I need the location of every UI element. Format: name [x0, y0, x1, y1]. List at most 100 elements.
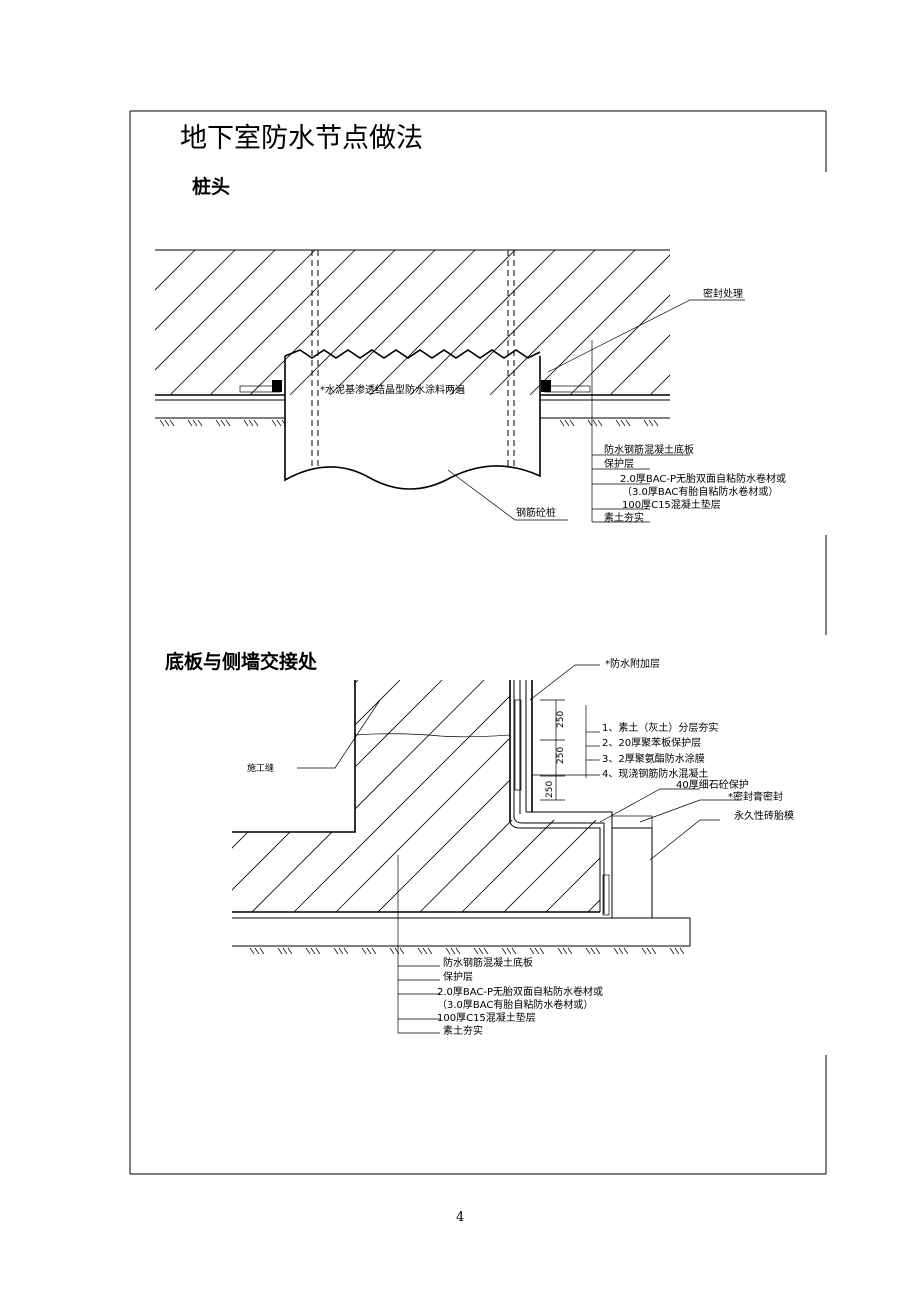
page-title: 地下室防水节点做法: [180, 123, 423, 154]
layer-label: 100厚C15混凝土垫层: [437, 1011, 536, 1024]
hatch-line: [587, 680, 600, 912]
wall-junction-detail: 施工缝 250 250 250 *防水附加层 1、素土（灰土）分层夯实 2、20…: [232, 657, 794, 1037]
soil-tick: [585, 947, 601, 955]
layer-label: 素土夯实: [604, 511, 644, 524]
layer-label: 100厚C15混凝土垫层: [622, 498, 721, 511]
soil-tick: [615, 419, 631, 427]
layer-label: （3.0厚BAC有胎自粘防水卷材或）: [622, 485, 778, 498]
additional-layer-label: *防水附加层: [605, 657, 660, 670]
page-number: 4: [456, 1210, 464, 1225]
pile-layer-labels: 防水钢筋混凝土底板 保护层 2.0厚BAC-P无胎双面自粘防水卷材或 （3.0厚…: [604, 443, 786, 524]
section-heading-wall-junction: 底板与侧墙交接处: [165, 650, 318, 673]
layer-label: 保护层: [604, 457, 634, 470]
slab-layer-labels: 防水钢筋混凝土底板 保护层 2.0厚BAC-P无胎双面自粘防水卷材或 （3.0厚…: [437, 956, 603, 1037]
hatch-line: [232, 680, 443, 912]
hatch-line: [232, 680, 233, 912]
soil-tick: [389, 947, 405, 955]
hatch-line: [289, 250, 436, 395]
hatch-line: [609, 334, 670, 395]
wall-layer-label: 1、素土（灰土）分层夯实: [602, 721, 718, 734]
soil-tick: [557, 947, 573, 955]
soil-tick: [473, 947, 489, 955]
dimension-value: 250: [556, 711, 566, 728]
hatch-line: [569, 294, 670, 395]
hatch-line: [489, 250, 636, 395]
pile: [284, 250, 541, 490]
hatch-line: [169, 250, 316, 395]
soil-tick: [187, 419, 203, 427]
soil-tick: [159, 419, 175, 427]
soil-tick: [641, 947, 657, 955]
hatch-line: [409, 250, 556, 395]
hatch-line: [649, 374, 670, 395]
hatch-line: [232, 680, 275, 912]
wall-layer-labels: 1、素土（灰土）分层夯实 2、20厚聚苯板保护层 3、2厚聚氨酯防水涂膜 4、现…: [602, 721, 718, 780]
soil-tick: [501, 947, 517, 955]
pile-head-detail: *水泥基渗透结晶型防水涂料两遍 密封处理 钢筋砼桩 防水钢筋混凝土底板 保护层 …: [155, 249, 786, 524]
wall-layer-label: 4、现浇钢筋防水混凝土: [602, 767, 708, 780]
wall-layer-label: 2、20厚聚苯板保护层: [602, 736, 701, 749]
pile-label: 钢筋砼桩: [516, 506, 556, 519]
layer-label: 2.0厚BAC-P无胎双面自粘防水卷材或: [620, 472, 786, 485]
layer-label: 防水钢筋混凝土底板: [604, 443, 694, 456]
hatch-line: [369, 250, 516, 395]
layer-label: 素土夯实: [443, 1024, 483, 1037]
soil-tick: [333, 947, 349, 955]
seal-label: 密封处理: [703, 287, 743, 300]
soil-tick: [445, 947, 461, 955]
soil-tick: [669, 947, 685, 955]
hatch-line: [232, 680, 359, 912]
hatch-line: [545, 680, 600, 912]
soil-tick: [249, 947, 265, 955]
soil-tick: [305, 947, 321, 955]
construction-joint-label: 施工缝: [247, 762, 274, 774]
hatch-line: [249, 250, 396, 395]
soil-tick: [587, 419, 603, 427]
brick-mold-label: 永久性砖胎模: [734, 809, 794, 822]
hatch-line: [232, 680, 401, 912]
page-border: [129, 110, 827, 1175]
soil-tick: [417, 947, 433, 955]
concrete-hatch: [232, 680, 600, 912]
soil-tick: [277, 947, 293, 955]
hatch-line: [293, 680, 527, 912]
wall-layer-label: 3、2厚聚氨酯防水涂膜: [602, 752, 705, 765]
soil-tick: [361, 947, 377, 955]
hatch-line: [461, 680, 600, 912]
hatch-line: [155, 250, 156, 251]
soil-tick: [529, 947, 545, 955]
sealant-label: *密封膏密封: [728, 790, 783, 803]
layer-label: 防水钢筋混凝土底板: [443, 956, 533, 969]
hatch-line: [419, 680, 600, 912]
soil-tick: [559, 419, 575, 427]
compacted-soil: [159, 419, 659, 427]
hatch-line: [503, 680, 600, 912]
compacted-soil: [249, 947, 685, 955]
soil-tick: [243, 419, 259, 427]
wall-waterproofing: [509, 680, 653, 918]
hatch-line: [209, 250, 356, 395]
protect-label: 40厚细石砼保护: [676, 778, 749, 791]
dimension-lines: 250 250 250: [540, 699, 566, 801]
slab-hatch: [155, 250, 670, 395]
soil-tick: [613, 947, 629, 955]
hatch-line: [232, 680, 317, 912]
layer-label: 保护层: [443, 970, 473, 983]
layer-label: （3.0厚BAC有胎自粘防水卷材或）: [437, 998, 593, 1011]
soil-tick: [643, 419, 659, 427]
brick-mold: [611, 827, 653, 919]
hatch-line: [329, 250, 476, 395]
layer-label: 2.0厚BAC-P无胎双面自粘防水卷材或: [437, 985, 603, 998]
coating-label: *水泥基渗透结晶型防水涂料两遍: [320, 383, 465, 396]
soil-tick: [215, 419, 231, 427]
hatch-line: [251, 680, 485, 912]
section-heading-pile-head: 桩头: [192, 175, 230, 198]
hatch-line: [377, 680, 600, 912]
hatch-line: [155, 250, 236, 331]
hatch-line: [449, 250, 596, 395]
dimension-value: 250: [556, 747, 566, 764]
hatch-line: [335, 680, 569, 912]
dimension-value: 250: [545, 781, 555, 798]
soil-tick: [271, 419, 287, 427]
